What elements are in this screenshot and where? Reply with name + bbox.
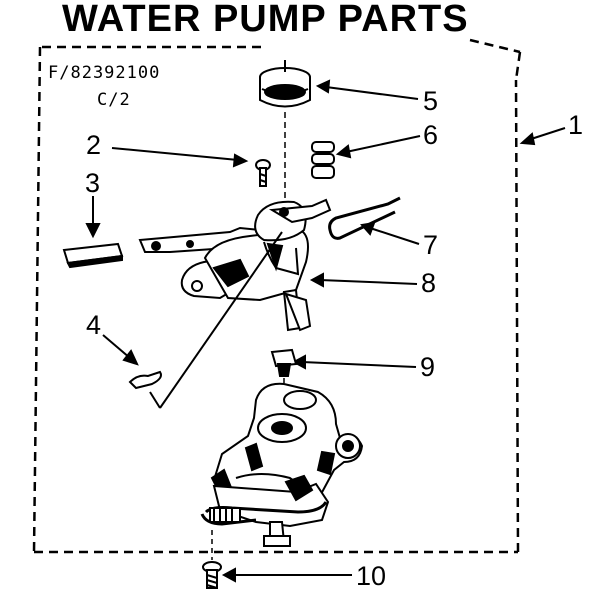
callout-2: 2 xyxy=(86,130,102,160)
part-2-screw xyxy=(255,159,271,187)
part-8-housing xyxy=(138,198,332,332)
part-7-spring xyxy=(328,196,401,240)
callout-8: 8 xyxy=(421,268,437,298)
revision-code: C/2 xyxy=(97,90,131,110)
callout-3: 3 xyxy=(85,168,101,198)
leader-lines xyxy=(85,79,566,583)
part-9-fitting xyxy=(270,348,298,377)
diagram-title: WATER PUMP PARTS xyxy=(62,0,469,40)
dashed-frame xyxy=(32,38,522,554)
callout-7: 7 xyxy=(423,230,439,260)
part-4-leader xyxy=(159,231,283,409)
callout-4: 4 xyxy=(86,310,102,340)
callout-6: 6 xyxy=(423,120,439,150)
callout-9: 9 xyxy=(420,352,436,382)
part-6-seal xyxy=(311,141,335,179)
part-10-screw xyxy=(202,561,222,589)
callout-5: 5 xyxy=(423,86,439,116)
part-5-cap xyxy=(259,60,311,108)
callout-1: 1 xyxy=(568,110,584,140)
part-4-clip xyxy=(128,370,162,390)
part-code: F/82392100 xyxy=(48,63,161,83)
callout-10: 10 xyxy=(356,561,387,591)
part-3-pad xyxy=(62,242,124,269)
pump-body xyxy=(200,382,364,547)
